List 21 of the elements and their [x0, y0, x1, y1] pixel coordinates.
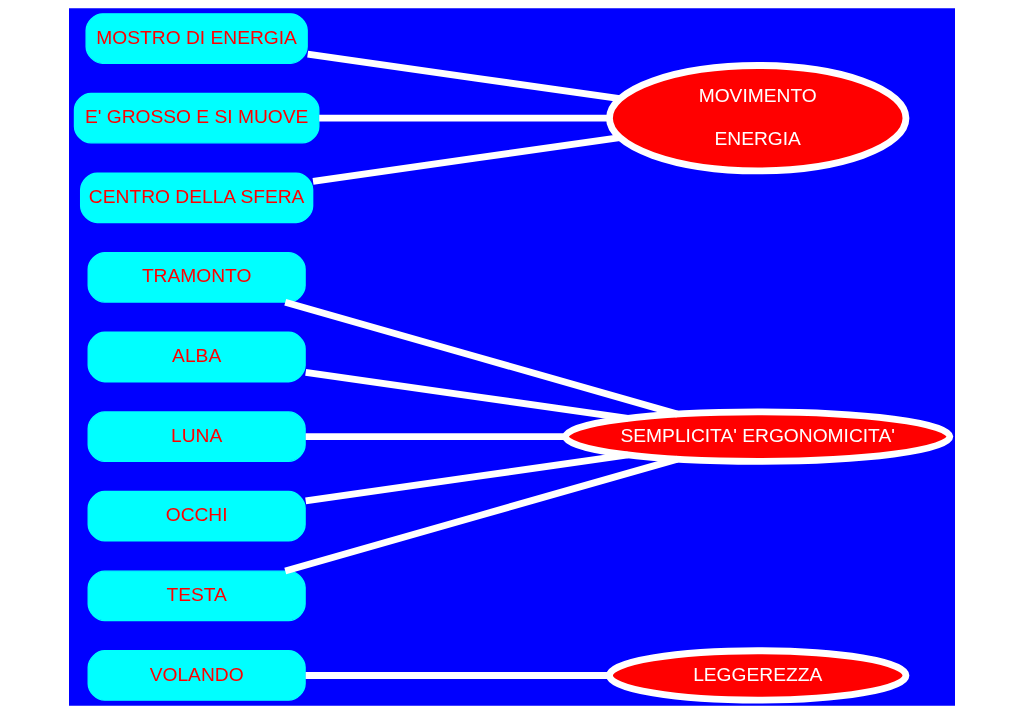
connector: [284, 298, 679, 418]
node-box: TESTA: [87, 570, 306, 622]
node-box: MOSTRO DI ENERGIA: [85, 13, 308, 64]
connector: [312, 134, 621, 185]
connector: [305, 672, 610, 679]
node-ellipse: LEGGEREZZA: [606, 647, 910, 704]
node-box: OCCHI: [87, 490, 306, 542]
node-box: TRAMONTO: [87, 252, 306, 303]
node-box: CENTRO DELLA SFERA: [80, 172, 314, 224]
connector: [319, 114, 610, 122]
node-box: VOLANDO: [87, 650, 306, 701]
connector: [305, 433, 566, 441]
node-ellipse: MOVIMENTO ENERGIA: [606, 62, 910, 175]
connector: [305, 451, 629, 505]
node-box: ALBA: [87, 331, 306, 383]
node-box: E' GROSSO E SI MUOVE: [73, 92, 320, 144]
node-ellipse: SEMPLICITA' ERGONOMICITA': [562, 408, 954, 465]
node-box: LUNA: [87, 411, 306, 462]
connector: [284, 455, 679, 575]
connector: [305, 368, 629, 422]
connector: [307, 50, 621, 103]
